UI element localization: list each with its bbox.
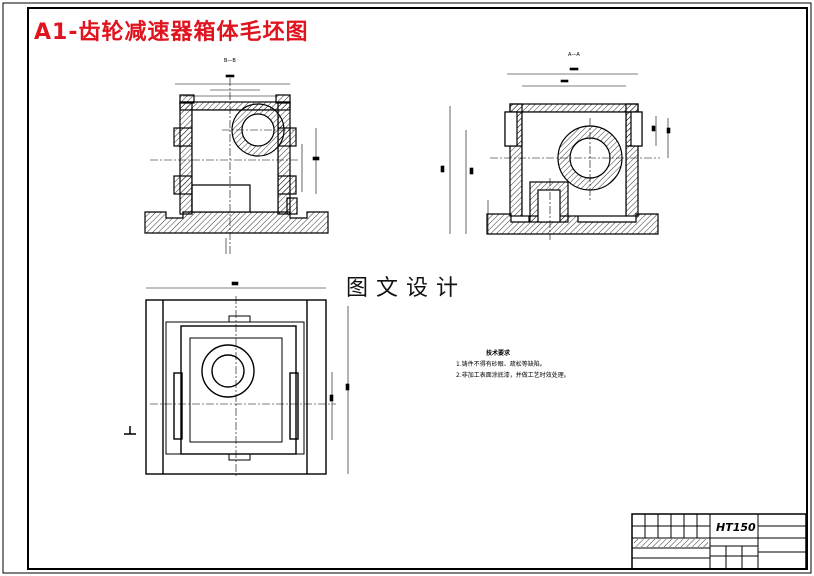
left-view-centerlines bbox=[150, 78, 300, 255]
right-view-label: A—A bbox=[568, 52, 580, 58]
inner-border bbox=[27, 7, 808, 570]
technical-notes: 技术要求 1.铸件不得有砂眼、疏松等缺陷。 2.非加工表面涂底漆，并做工艺时效处… bbox=[456, 348, 570, 381]
right-section-view bbox=[486, 103, 659, 235]
right-view-dimensions bbox=[440, 67, 671, 234]
left-view-label: B—B bbox=[224, 58, 236, 64]
page-title: A1-齿轮减速器箱体毛坯图 bbox=[34, 20, 309, 45]
plan-view-dimensions bbox=[124, 281, 350, 474]
technical-note-2: 2.非加工表面涂底漆，并做工艺时效处理。 bbox=[456, 372, 570, 379]
watermark-text: 图文设计 bbox=[332, 272, 480, 306]
right-view-centerlines bbox=[490, 118, 660, 240]
title-block bbox=[631, 513, 807, 570]
material-label: HT150 bbox=[716, 521, 756, 534]
left-view-dimensions bbox=[175, 74, 320, 254]
left-section-view bbox=[144, 94, 329, 234]
plan-view-centerlines bbox=[150, 296, 336, 476]
technical-note-1: 1.铸件不得有砂眼、疏松等缺陷。 bbox=[456, 361, 546, 368]
technical-notes-heading: 技术要求 bbox=[486, 350, 511, 357]
